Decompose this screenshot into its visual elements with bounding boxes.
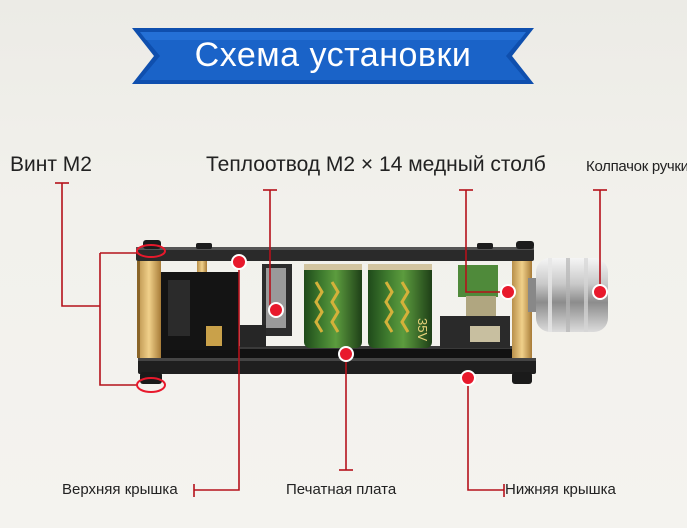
top-screw-right1 bbox=[477, 243, 493, 249]
knob-cap bbox=[536, 258, 608, 332]
label-top-cover: Верхняя крышка bbox=[62, 481, 178, 498]
marker-heatsink bbox=[268, 302, 284, 318]
screw-highlight-top bbox=[136, 244, 166, 258]
bottom-cover-plate bbox=[138, 358, 536, 374]
marker-dots bbox=[231, 254, 608, 386]
top-screw-right2 bbox=[516, 241, 534, 249]
marker-knob bbox=[592, 284, 608, 300]
banner-shape bbox=[132, 28, 534, 84]
marker-bottom-cover bbox=[460, 370, 476, 386]
label-bottom-cover: Нижняя крышка bbox=[505, 481, 616, 498]
label-screw-m2: Винт М2 bbox=[10, 153, 92, 176]
marker-pcb bbox=[338, 346, 354, 362]
standoff-right bbox=[512, 261, 532, 358]
marker-switch bbox=[500, 284, 516, 300]
heatsink-post bbox=[197, 261, 207, 281]
marker-top-cover bbox=[231, 254, 247, 270]
label-knob-cap: Колпачок ручки bbox=[586, 158, 687, 175]
screw-highlight-bottom bbox=[136, 377, 166, 393]
capacitor-marking: 35V bbox=[415, 318, 430, 341]
bottom-screw-right bbox=[512, 372, 532, 384]
label-heatsink: Теплоотвод М2 × 14 медный столб bbox=[206, 153, 546, 176]
label-pcb: Печатная плата bbox=[286, 481, 397, 498]
capacitor-2 bbox=[368, 264, 432, 348]
title-banner: Схема установки bbox=[124, 26, 542, 86]
banner-title: Схема установки bbox=[194, 36, 472, 74]
top-screw-mid bbox=[196, 243, 212, 249]
standoff-left bbox=[137, 261, 161, 358]
leader-lines bbox=[55, 182, 607, 497]
